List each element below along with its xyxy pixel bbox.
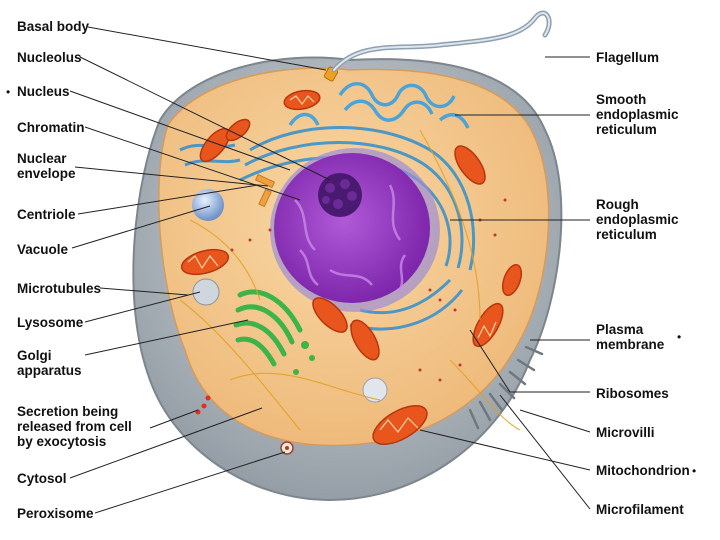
- label-centriole: Centriole: [17, 207, 76, 222]
- label-peroxisome: Peroxisome: [17, 506, 94, 521]
- label-vacuole: Vacuole: [17, 242, 68, 257]
- label-microtubules: Microtubules: [17, 281, 101, 296]
- label-nucleus: Nucleus: [17, 84, 70, 99]
- label-flagellum: Flagellum: [596, 50, 659, 65]
- bullet-marker: •: [677, 330, 681, 344]
- vacuole: [192, 189, 224, 221]
- bullet-marker: •: [692, 464, 696, 478]
- label-ribosomes: Ribosomes: [596, 386, 669, 401]
- label-nucleolus: Nucleolus: [17, 50, 82, 65]
- label-secretion: Secretion being released from cell by ex…: [17, 404, 132, 449]
- label-mitochondrion: Mitochondrion: [596, 463, 690, 478]
- label-golgi-apparatus: Golgi apparatus: [17, 348, 82, 378]
- label-chromatin: Chromatin: [17, 120, 85, 135]
- label-basal-body: Basal body: [17, 19, 89, 34]
- label-lysosome: Lysosome: [17, 315, 83, 330]
- label-cytosol: Cytosol: [17, 471, 67, 486]
- label-rough-er: Rough endoplasmic reticulum: [596, 197, 679, 242]
- label-plasma-membrane: Plasma membrane: [596, 322, 664, 352]
- label-nuclear-envelope: Nuclear envelope: [17, 151, 76, 181]
- lysosome: [193, 279, 219, 305]
- bullet-marker: •: [6, 85, 10, 99]
- nucleolus: [318, 173, 362, 217]
- label-smooth-er: Smooth endoplasmic reticulum: [596, 92, 679, 137]
- label-microfilament: Microfilament: [596, 502, 684, 517]
- label-microvilli: Microvilli: [596, 425, 655, 440]
- nucleus: [270, 148, 440, 312]
